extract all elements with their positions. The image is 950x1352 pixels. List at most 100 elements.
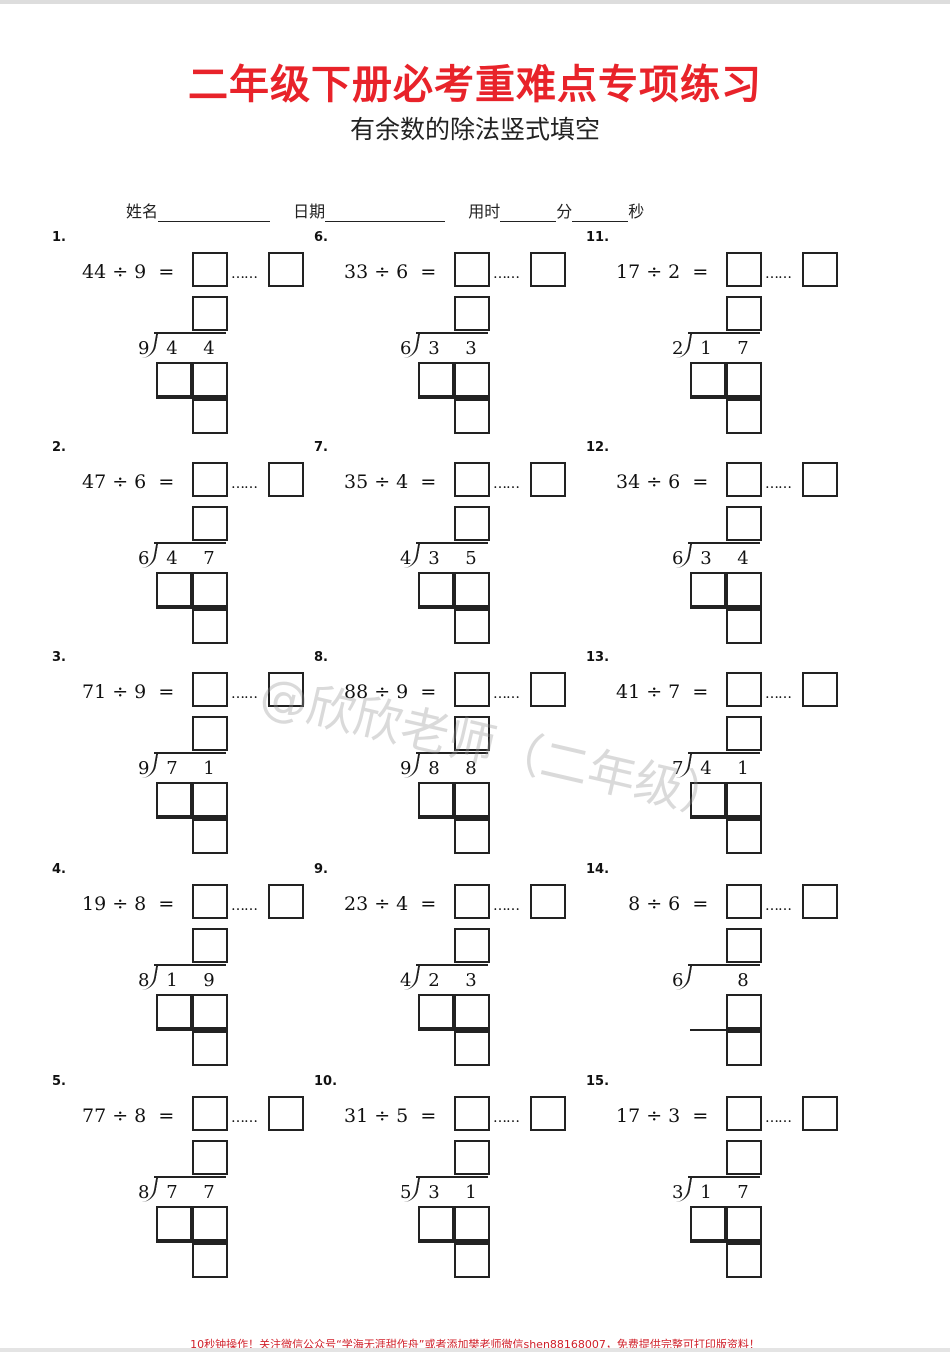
product-digit-box[interactable] bbox=[192, 572, 228, 607]
remainder-digit-box[interactable] bbox=[726, 609, 762, 644]
seconds-field[interactable] bbox=[572, 203, 629, 222]
remainder-digit-box[interactable] bbox=[454, 1243, 490, 1278]
product-digit-box[interactable] bbox=[192, 994, 228, 1029]
product-digit-box[interactable] bbox=[454, 1206, 490, 1241]
product-digit-box[interactable] bbox=[726, 572, 762, 607]
remainder-digit-box[interactable] bbox=[454, 819, 490, 854]
quotient-digit-box[interactable] bbox=[454, 716, 490, 751]
remainder-answer-box[interactable] bbox=[530, 672, 566, 707]
quotient-digit-box[interactable] bbox=[726, 506, 762, 541]
remainder-answer-box[interactable] bbox=[802, 462, 838, 497]
quotient-digit-box[interactable] bbox=[454, 296, 490, 331]
remainder-digit-box[interactable] bbox=[192, 609, 228, 644]
remainder-digit-box[interactable] bbox=[192, 1243, 228, 1278]
product-digit-box[interactable] bbox=[690, 1206, 726, 1241]
product-digit-box[interactable] bbox=[156, 1206, 192, 1241]
minutes-field[interactable] bbox=[500, 203, 557, 222]
quotient-digit-box[interactable] bbox=[454, 1140, 490, 1175]
quotient-answer-box[interactable] bbox=[726, 252, 762, 287]
remainder-answer-box[interactable] bbox=[268, 672, 304, 707]
quotient-digit-box[interactable] bbox=[454, 506, 490, 541]
quotient-digit-box[interactable] bbox=[192, 928, 228, 963]
product-digit-box[interactable] bbox=[418, 1206, 454, 1241]
product-digit-box[interactable] bbox=[418, 362, 454, 397]
remainder-answer-box[interactable] bbox=[802, 884, 838, 919]
quotient-answer-box[interactable] bbox=[726, 1096, 762, 1131]
dividend-digit: 8 bbox=[428, 758, 440, 779]
quotient-digit-box[interactable] bbox=[726, 928, 762, 963]
quotient-answer-box[interactable] bbox=[192, 672, 228, 707]
remainder-digit-box[interactable] bbox=[192, 819, 228, 854]
remainder-digit-box[interactable] bbox=[192, 1031, 228, 1066]
quotient-digit-box[interactable] bbox=[726, 296, 762, 331]
remainder-answer-box[interactable] bbox=[530, 252, 566, 287]
remainder-answer-box[interactable] bbox=[802, 252, 838, 287]
product-digit-box[interactable] bbox=[192, 1206, 228, 1241]
quotient-answer-box[interactable] bbox=[726, 884, 762, 919]
product-digit-box[interactable] bbox=[156, 994, 192, 1029]
product-digit-box[interactable] bbox=[690, 572, 726, 607]
quotient-answer-box[interactable] bbox=[192, 884, 228, 919]
product-digit-box[interactable] bbox=[726, 782, 762, 817]
product-digit-box[interactable] bbox=[418, 782, 454, 817]
dividend-digit: 3 bbox=[465, 970, 477, 991]
division-expression: 77 ÷ 8 = bbox=[82, 1105, 175, 1127]
remainder-answer-box[interactable] bbox=[268, 462, 304, 497]
quotient-digit-box[interactable] bbox=[192, 1140, 228, 1175]
product-digit-box[interactable] bbox=[418, 572, 454, 607]
division-bar bbox=[688, 964, 760, 966]
product-digit-box[interactable] bbox=[156, 362, 192, 397]
remainder-answer-box[interactable] bbox=[530, 884, 566, 919]
product-digit-box[interactable] bbox=[726, 362, 762, 397]
quotient-answer-box[interactable] bbox=[726, 672, 762, 707]
product-digit-box[interactable] bbox=[690, 362, 726, 397]
product-digit-box[interactable] bbox=[418, 994, 454, 1029]
remainder-digit-box[interactable] bbox=[726, 1031, 762, 1066]
date-field[interactable] bbox=[325, 203, 446, 222]
quotient-answer-box[interactable] bbox=[454, 884, 490, 919]
quotient-answer-box[interactable] bbox=[454, 462, 490, 497]
division-bracket-icon bbox=[403, 754, 421, 778]
quotient-answer-box[interactable] bbox=[454, 1096, 490, 1131]
quotient-answer-box[interactable] bbox=[192, 1096, 228, 1131]
product-digit-box[interactable] bbox=[726, 994, 762, 1029]
remainder-answer-box[interactable] bbox=[268, 1096, 304, 1131]
product-digit-box[interactable] bbox=[454, 782, 490, 817]
quotient-digit-box[interactable] bbox=[192, 296, 228, 331]
remainder-answer-box[interactable] bbox=[802, 672, 838, 707]
remainder-digit-box[interactable] bbox=[192, 399, 228, 434]
quotient-answer-box[interactable] bbox=[192, 252, 228, 287]
remainder-answer-box[interactable] bbox=[802, 1096, 838, 1131]
product-digit-box[interactable] bbox=[454, 572, 490, 607]
division-bracket-icon bbox=[675, 544, 693, 568]
remainder-answer-box[interactable] bbox=[530, 1096, 566, 1131]
quotient-answer-box[interactable] bbox=[454, 252, 490, 287]
quotient-answer-box[interactable] bbox=[726, 462, 762, 497]
remainder-digit-box[interactable] bbox=[454, 1031, 490, 1066]
quotient-digit-box[interactable] bbox=[726, 716, 762, 751]
remainder-digit-box[interactable] bbox=[726, 399, 762, 434]
remainder-digit-box[interactable] bbox=[454, 609, 490, 644]
quotient-digit-box[interactable] bbox=[192, 716, 228, 751]
remainder-answer-box[interactable] bbox=[530, 462, 566, 497]
remainder-answer-box[interactable] bbox=[268, 884, 304, 919]
remainder-digit-box[interactable] bbox=[454, 399, 490, 434]
quotient-digit-box[interactable] bbox=[726, 1140, 762, 1175]
remainder-dots: …… bbox=[231, 476, 258, 492]
product-digit-box[interactable] bbox=[454, 362, 490, 397]
product-digit-box[interactable] bbox=[156, 782, 192, 817]
product-digit-box[interactable] bbox=[690, 782, 726, 817]
quotient-digit-box[interactable] bbox=[454, 928, 490, 963]
quotient-digit-box[interactable] bbox=[192, 506, 228, 541]
quotient-answer-box[interactable] bbox=[454, 672, 490, 707]
remainder-digit-box[interactable] bbox=[726, 819, 762, 854]
product-digit-box[interactable] bbox=[192, 362, 228, 397]
quotient-answer-box[interactable] bbox=[192, 462, 228, 497]
remainder-answer-box[interactable] bbox=[268, 252, 304, 287]
product-digit-box[interactable] bbox=[192, 782, 228, 817]
product-digit-box[interactable] bbox=[156, 572, 192, 607]
product-digit-box[interactable] bbox=[454, 994, 490, 1029]
product-digit-box[interactable] bbox=[726, 1206, 762, 1241]
name-field[interactable] bbox=[158, 203, 271, 222]
remainder-digit-box[interactable] bbox=[726, 1243, 762, 1278]
